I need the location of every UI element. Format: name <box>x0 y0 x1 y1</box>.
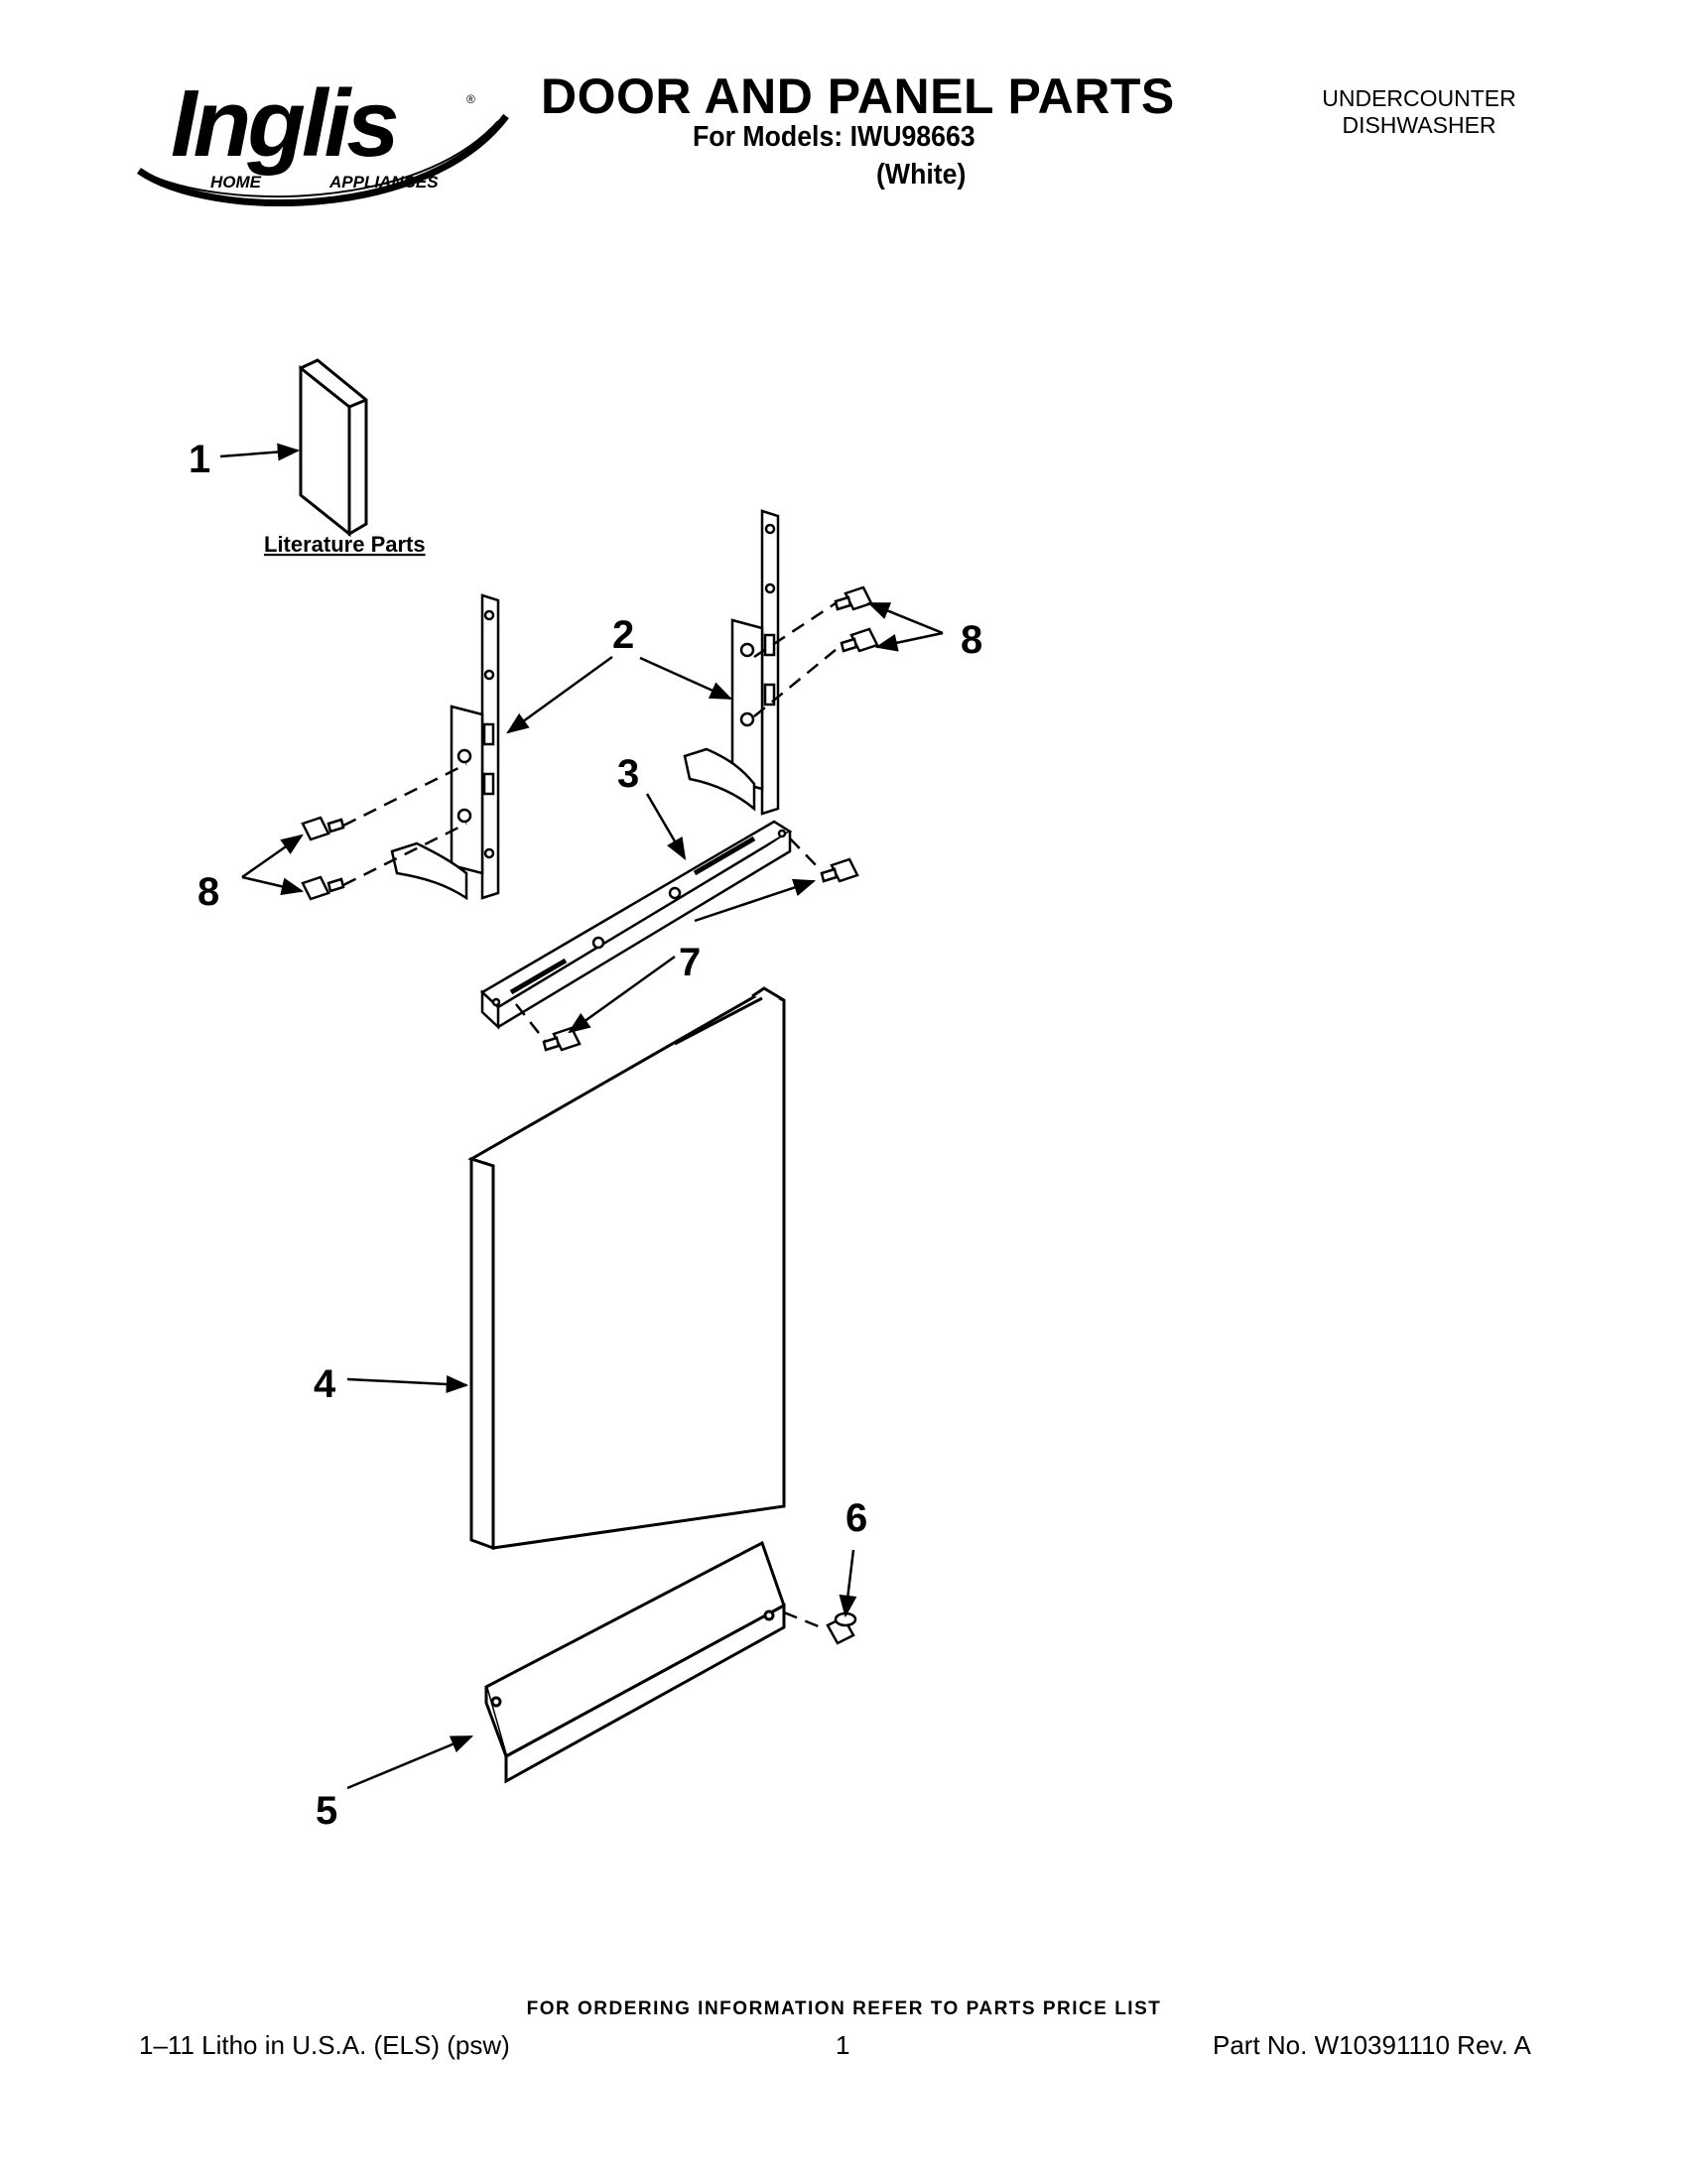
literature-parts-label: Literature Parts <box>264 532 426 557</box>
svg-text:®: ® <box>466 92 475 106</box>
callout-8-left: 8 <box>197 870 219 914</box>
callout-2: 2 <box>612 613 634 657</box>
hinge-bracket-right <box>683 509 780 816</box>
litho-info: 1–11 Litho in U.S.A. (ELS) (psw) <box>139 2030 510 2060</box>
callout-4: 4 <box>314 1362 336 1406</box>
alignment-lines <box>342 601 843 1631</box>
screw-8-right-upper <box>834 585 873 611</box>
callout-1: 1 <box>189 438 210 481</box>
literature-booklet <box>299 358 368 538</box>
screw-8-right-lower <box>840 627 879 653</box>
screw-7-right <box>820 857 859 883</box>
model-color: (White) <box>876 159 967 191</box>
toe-panel <box>484 1540 786 1784</box>
callout-arrows <box>219 443 944 1790</box>
door-panel <box>467 986 786 1551</box>
callout-8-right: 8 <box>961 618 982 662</box>
product-type-line2: DISHWASHER <box>1342 112 1496 138</box>
screw-7-left <box>542 1026 582 1052</box>
callout-3: 3 <box>617 752 639 796</box>
page-title: DOOR AND PANEL PARTS <box>541 68 1175 124</box>
product-type-line1: UNDERCOUNTER <box>1322 85 1516 111</box>
brand-sub-appliances: APPLIANCES <box>328 173 439 192</box>
product-type: UNDERCOUNTER DISHWASHER <box>1290 85 1548 139</box>
page-number: 1 <box>836 2030 850 2060</box>
part-number: Part No. W10391110 Rev. A <box>1213 2030 1531 2060</box>
callout-7: 7 <box>679 941 701 984</box>
door-bracket <box>479 820 793 1030</box>
ordering-information: FOR ORDERING INFORMATION REFER TO PARTS … <box>526 1998 1162 2019</box>
callout-5: 5 <box>316 1789 337 1833</box>
brand-sub-home: HOME <box>210 173 262 192</box>
brand-wordmark: Inglis <box>171 70 397 177</box>
screw-8-left-lower <box>301 875 345 901</box>
exploded-parts-diagram: Literature Parts <box>189 358 982 1833</box>
screw-8-left-upper <box>301 816 345 841</box>
hinge-bracket-left <box>390 593 500 901</box>
screw-6 <box>826 1611 857 1645</box>
callout-6: 6 <box>845 1496 867 1540</box>
inglis-logo: Inglis ® HOME APPLIANCES <box>137 70 509 206</box>
model-number: For Models: IWU98663 <box>693 121 975 153</box>
